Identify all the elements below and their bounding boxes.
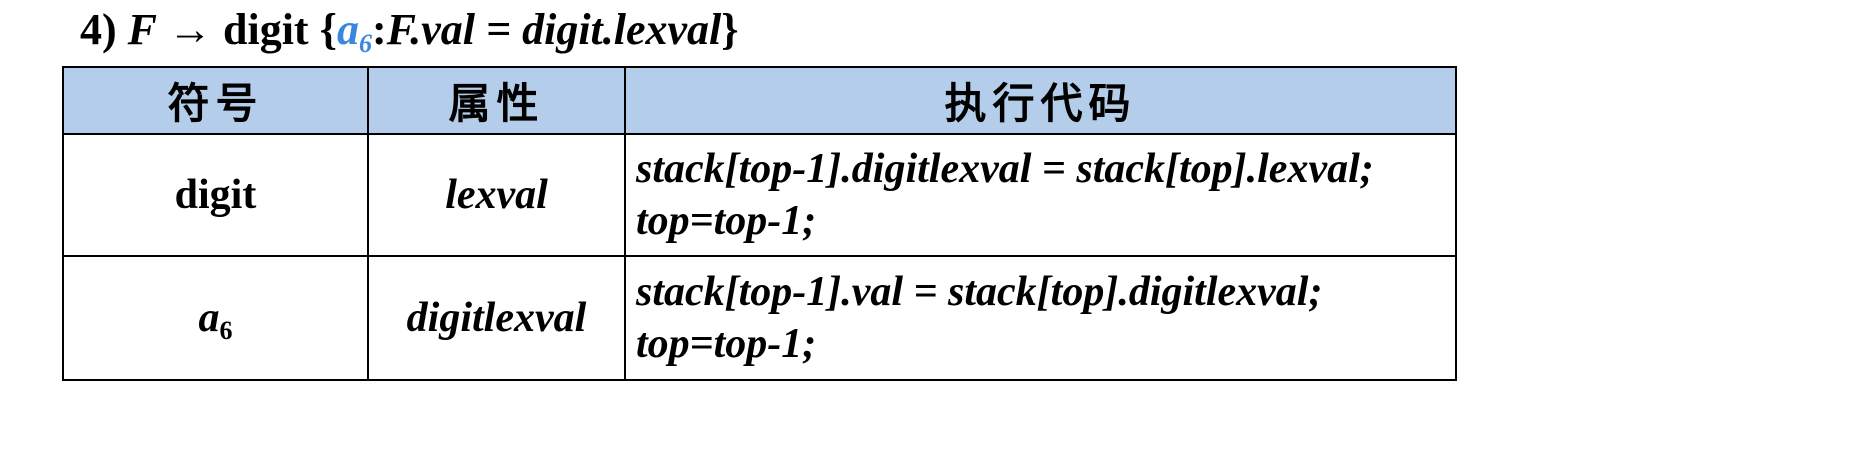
colon: :: [371, 5, 387, 54]
table-row: digit lexval stack[top-1].digitlexval = …: [62, 133, 1457, 257]
code-line: stack[top-1].val = stack[top].digitlexva…: [636, 269, 1323, 315]
attribute-cell: lexval: [367, 133, 626, 257]
code-line: stack[top-1].digitlexval = stack[top].le…: [636, 146, 1374, 192]
code-line: top=top-1;: [636, 321, 817, 367]
arrow-icon: →: [168, 5, 213, 54]
close-brace: }: [721, 5, 739, 54]
symbol-cell: digit: [62, 133, 369, 257]
table-row: a6 digitlexval stack[top-1].val = stack[…: [62, 255, 1457, 381]
production-rhs: digit: [223, 5, 309, 54]
attribute-cell: digitlexval: [367, 255, 626, 381]
header-attribute: 属性: [367, 66, 626, 135]
translation-table: 符号 属性 执行代码 digit lexval stack[top-1].dig…: [62, 66, 1457, 381]
open-brace: {: [319, 5, 337, 54]
action-symbol: a6: [336, 5, 372, 58]
code-cell: stack[top-1].digitlexval = stack[top].le…: [624, 133, 1457, 257]
header-row: 符号 属性 执行代码: [62, 66, 1457, 135]
symbol-cell: a6: [62, 255, 369, 381]
header-code: 执行代码: [624, 66, 1457, 135]
production-title: 4) F → digit {a6:F.val = digit.lexval}: [80, 2, 739, 58]
header-symbol: 符号: [62, 66, 369, 135]
semantic-rule: F.val = digit.lexval: [386, 5, 722, 54]
production-number: 4): [80, 5, 117, 54]
code-cell: stack[top-1].val = stack[top].digitlexva…: [624, 255, 1457, 381]
production-lhs: F: [127, 5, 158, 54]
code-line: top=top-1;: [636, 198, 817, 244]
